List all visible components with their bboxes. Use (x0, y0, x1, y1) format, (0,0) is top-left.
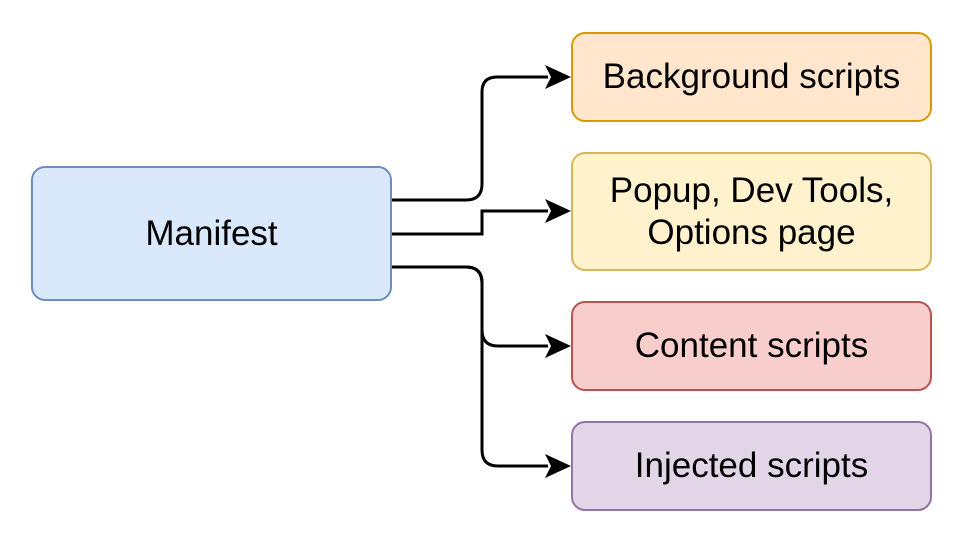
content-scripts-node[interactable]: Content scripts (571, 301, 932, 391)
edge-manifest-content (392, 265, 548, 348)
edge-manifest-injected (392, 265, 548, 468)
manifest-node[interactable]: Manifest (31, 166, 392, 301)
injected-scripts-label: Injected scripts (634, 446, 869, 485)
injected-scripts-node[interactable]: Injected scripts (571, 421, 932, 511)
background-scripts-label: Background scripts (602, 57, 901, 96)
popup-devtools-options-node[interactable]: Popup, Dev Tools, Options page (571, 152, 932, 271)
popup-devtools-options-label: Popup, Dev Tools, Options page (609, 170, 894, 252)
background-scripts-node[interactable]: Background scripts (571, 32, 932, 122)
edge-manifest-popup (392, 209, 548, 236)
arrowhead-content (545, 334, 571, 358)
edge-manifest-background (392, 75, 548, 202)
arrowhead-injected (545, 454, 571, 478)
arrowhead-background (545, 65, 571, 89)
arrowhead-popup (545, 199, 571, 223)
manifest-label: Manifest (145, 213, 278, 253)
content-scripts-label: Content scripts (634, 326, 869, 365)
